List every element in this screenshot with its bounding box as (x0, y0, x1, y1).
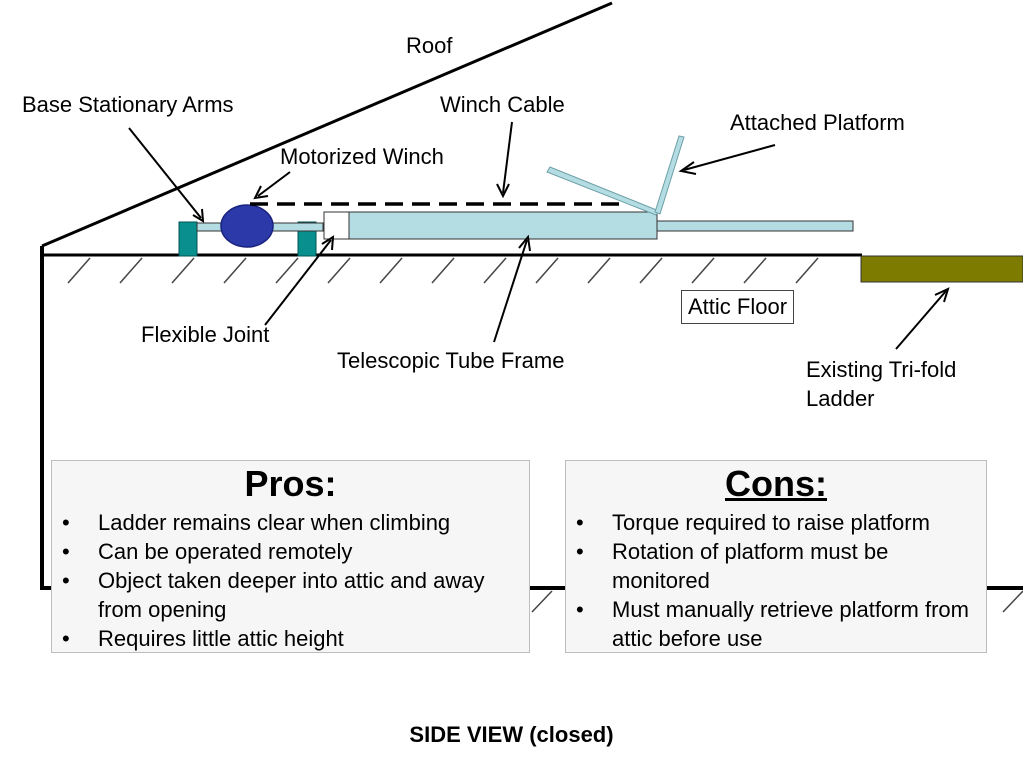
trifold-ladder (860, 255, 1023, 283)
label-flexible-joint: Flexible Joint (141, 322, 270, 347)
label-winch-cable: Winch Cable (440, 92, 565, 117)
pros-item: Object taken deeper into attic and away … (52, 566, 529, 624)
label-telescopic-tube-frame: Telescopic Tube Frame (337, 348, 565, 373)
label-motorized-winch: Motorized Winch (280, 144, 444, 169)
telescopic-tube (348, 211, 658, 240)
lower-floor-hatching (531, 590, 1023, 613)
pros-item: Can be operated remotely (52, 537, 529, 566)
motorized-winch (220, 204, 274, 248)
pros-panel: Pros: Ladder remains clear when climbing… (51, 460, 530, 653)
cons-panel: Cons: Torque required to raise platform … (565, 460, 987, 653)
cons-list: Torque required to raise platform Rotati… (566, 508, 986, 653)
roof-line (41, 1, 613, 248)
base-arm-left (178, 221, 198, 257)
cons-item: Must manually retrieve platform from att… (566, 595, 986, 653)
flexible-joint (323, 211, 350, 240)
label-roof: Roof (406, 33, 453, 58)
pros-item: Requires little attic height (52, 624, 529, 653)
floor-hatching (67, 257, 819, 284)
label-existing-trifold-ladder: Existing Tri-fold Ladder (806, 357, 957, 411)
pros-item: Ladder remains clear when climbing (52, 508, 529, 537)
cons-item: Rotation of platform must be monitored (566, 537, 986, 595)
leader-arrows (128, 121, 950, 350)
cons-item: Torque required to raise platform (566, 508, 986, 537)
caption: SIDE VIEW (closed) (409, 722, 614, 747)
pros-title: Pros: (244, 463, 337, 504)
pros-list: Ladder remains clear when climbing Can b… (52, 508, 529, 653)
telescopic-tube-extension (656, 220, 854, 232)
label-attic-floor: Attic Floor (681, 290, 795, 324)
label-base-stationary-arms: Base Stationary Arms (22, 92, 234, 117)
platform-board-right (654, 135, 685, 215)
label-attached-platform: Attached Platform (730, 110, 905, 135)
platform-board-left (546, 166, 660, 216)
cons-title: Cons: (725, 463, 827, 504)
